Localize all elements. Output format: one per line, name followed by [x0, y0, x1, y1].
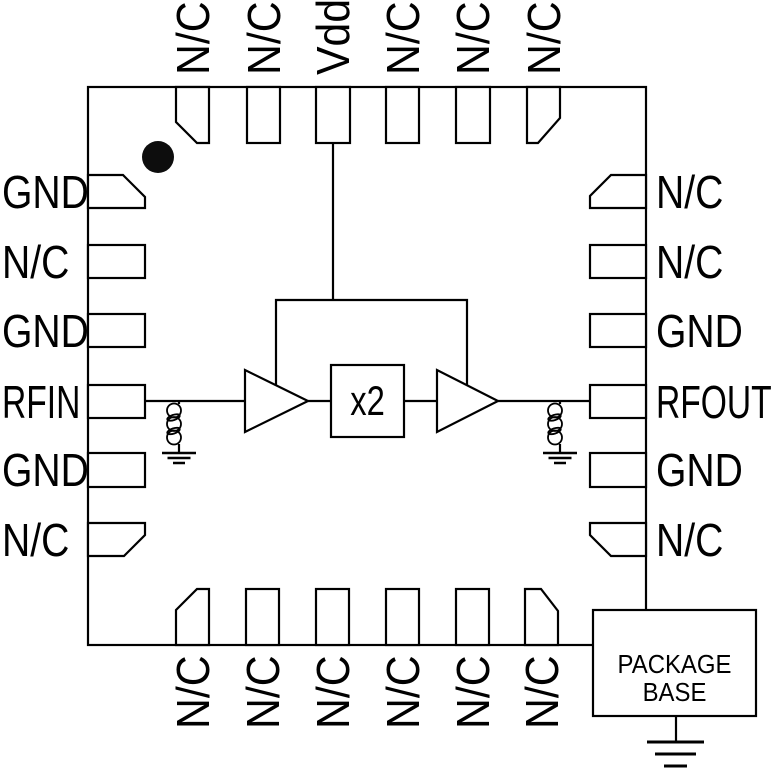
- pin-label-nc: N/C: [237, 1, 290, 76]
- pin-top-4: [384, 85, 421, 145]
- inductor-icon: [166, 429, 182, 446]
- pin-right-3-gnd: [588, 312, 648, 349]
- pin-top-3-vdd: [314, 85, 352, 145]
- ground-icon: [647, 740, 704, 768]
- pin-label-nc: N/C: [656, 513, 724, 566]
- pin-bottom-3: [314, 587, 351, 647]
- pin-label-nc: N/C: [376, 1, 429, 76]
- multiplier-block: [329, 363, 406, 439]
- pin-bottom-2: [244, 587, 281, 647]
- inductor-icon: [166, 426, 181, 436]
- chip-outline: [86, 85, 648, 647]
- pin-right-1-nc: [588, 173, 648, 210]
- ground-icon: [162, 451, 196, 465]
- multiplier-label: x2: [350, 377, 385, 424]
- pin-label-nc: N/C: [656, 165, 724, 218]
- pin-left-1-gnd: [86, 173, 147, 210]
- pin-label-nc: N/C: [447, 1, 499, 76]
- pins-left: [86, 173, 147, 558]
- pin-left-2-nc: [86, 243, 147, 280]
- pin-right-5-gnd: [588, 451, 648, 489]
- pin-label-nc: N/C: [656, 235, 724, 288]
- pin-label-nc: N/C: [517, 1, 570, 76]
- inductor-icon: [166, 413, 181, 422]
- pin-right-2-nc: [588, 243, 648, 280]
- pin-bottom-4: [384, 587, 421, 647]
- pin-label-gnd: GND: [2, 304, 89, 357]
- pin-label-nc: N/C: [446, 655, 499, 729]
- ground-icon: [543, 451, 577, 465]
- pin-label-gnd: GND: [656, 444, 743, 496]
- pin-label-rfin: RFIN: [2, 375, 81, 428]
- package-base: [591, 608, 758, 768]
- pin-label-nc: N/C: [166, 1, 219, 76]
- pin-label-nc: N/C: [166, 655, 219, 729]
- pin-label-nc: N/C: [236, 655, 289, 729]
- pins-top: [174, 85, 562, 145]
- pin-top-5: [454, 85, 492, 145]
- pin-label-nc: N/C: [2, 513, 70, 566]
- pin-top-6: [525, 85, 562, 145]
- pin-bottom-5: [454, 587, 491, 647]
- pin-left-4-rfin: [86, 383, 147, 420]
- pin1-marker-icon: [142, 141, 174, 173]
- pin-label-nc: N/C: [515, 655, 568, 729]
- inductor-to-ground-left: [162, 401, 196, 465]
- pin-label-gnd: GND: [2, 165, 89, 218]
- pins-bottom: [174, 587, 560, 647]
- pin-bottom-1: [174, 587, 211, 647]
- pin-left-6-nc: [86, 521, 147, 558]
- pins-right: [588, 173, 648, 558]
- pin-label-nc: N/C: [376, 655, 429, 729]
- pin-right-6-nc: [588, 521, 648, 558]
- amplifier-icon-output: [435, 368, 501, 434]
- pin-top-1: [174, 85, 211, 145]
- inductor-to-ground-right: [543, 401, 577, 465]
- pin-top-2: [245, 85, 282, 145]
- package-base-box: [591, 608, 758, 718]
- pin-label-nc: N/C: [2, 235, 70, 288]
- pin-label-rfout: RFOUT: [656, 375, 772, 428]
- amplifier-icon-input: [243, 368, 311, 434]
- pin-bottom-6: [523, 587, 560, 647]
- pin-left-5-gnd: [86, 451, 147, 489]
- inductor-icon: [547, 429, 563, 446]
- pin-label-gnd: GND: [2, 444, 89, 496]
- pin-label-vdd: Vdd: [307, 0, 359, 75]
- pin-left-3-gnd: [86, 312, 147, 349]
- bias-bracket-trace: [274, 298, 469, 386]
- pin-label-gnd: GND: [656, 304, 743, 357]
- pin-label-nc: N/C: [306, 655, 359, 729]
- package-base-label-line2: BASE: [642, 677, 707, 707]
- inductor-icon: [547, 426, 562, 436]
- package-base-label-line1: PACKAGE: [617, 649, 732, 679]
- inductor-icon: [547, 413, 562, 422]
- pin-right-4-rfout: [588, 383, 648, 420]
